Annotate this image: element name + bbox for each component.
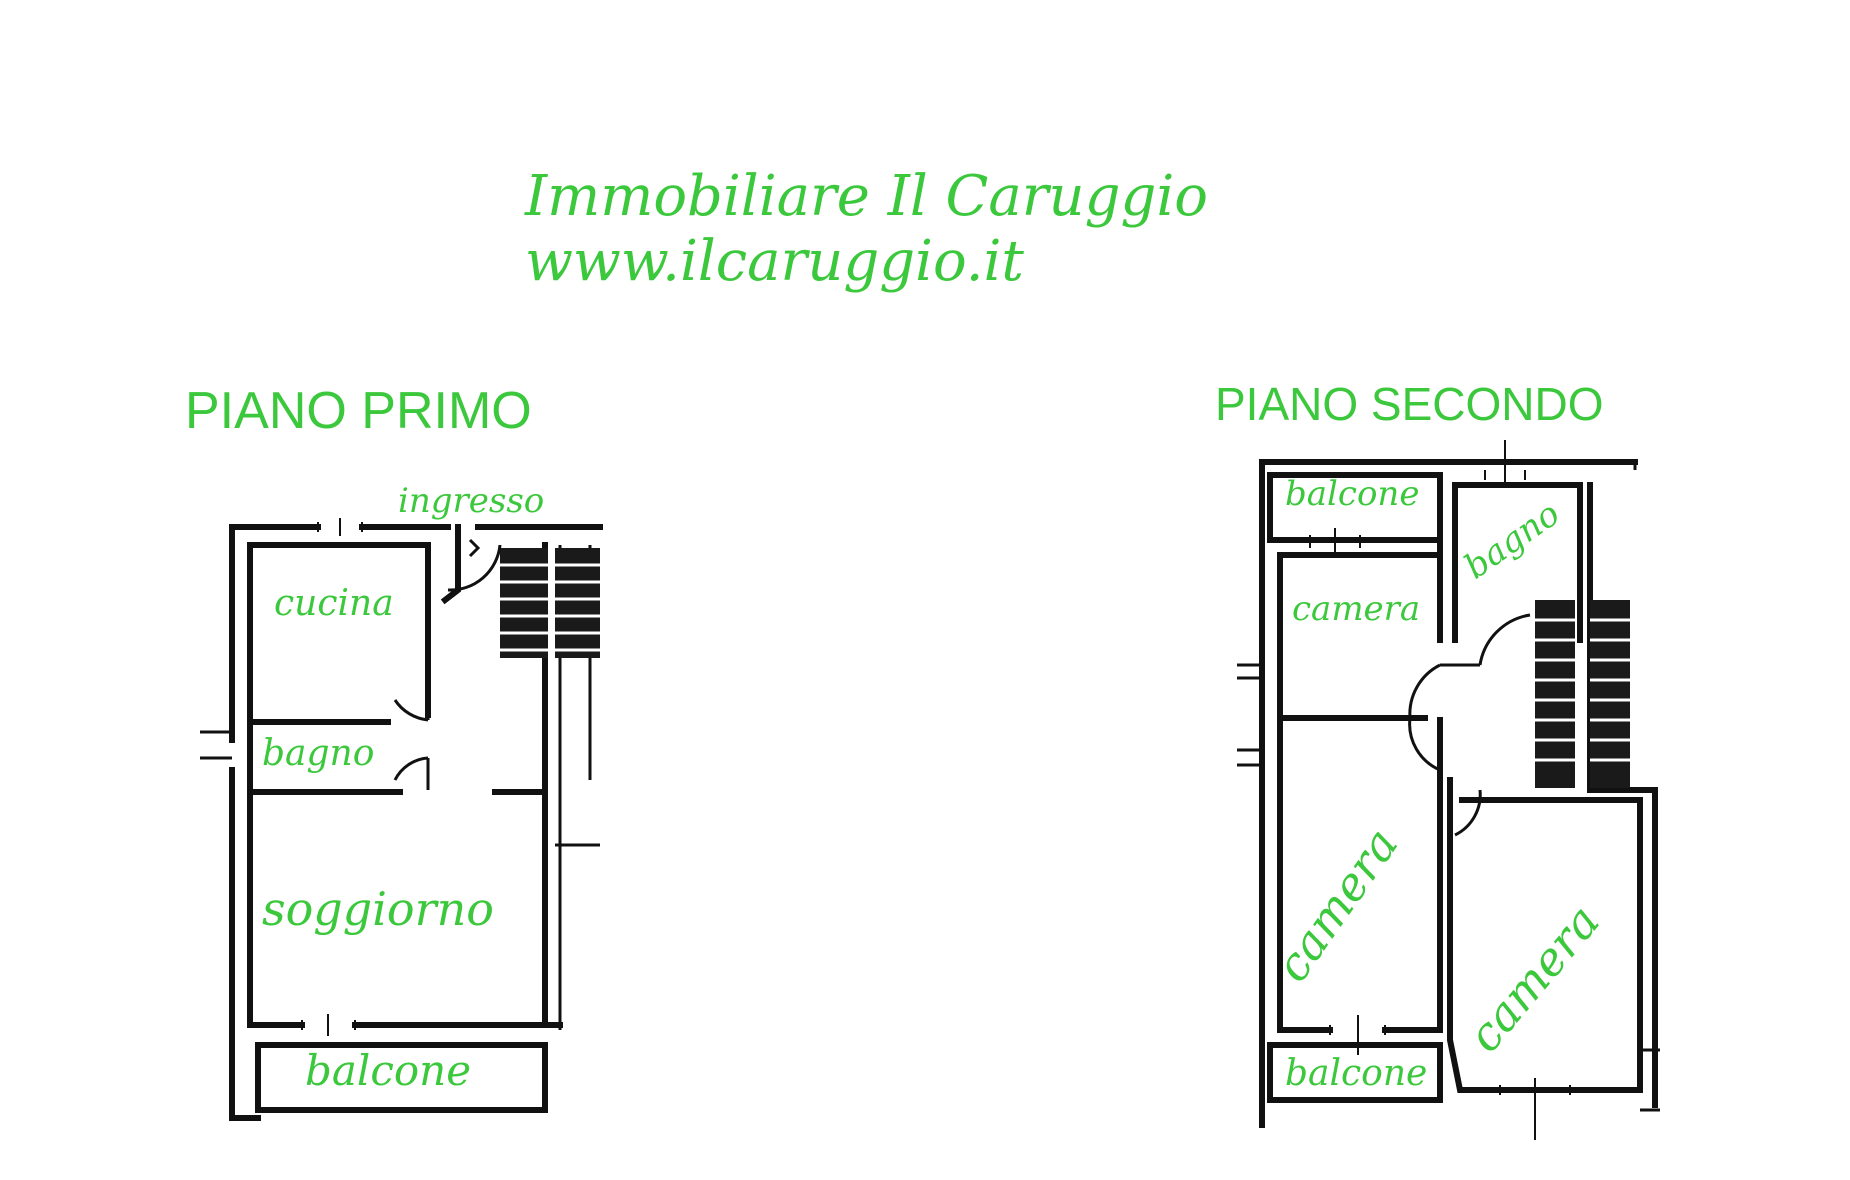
- floor-title-secondo: PIANO SECONDO: [1215, 378, 1604, 430]
- room-label-camera-top: camera: [1292, 589, 1420, 629]
- room-label-balcone-bottom: balcone: [1285, 1053, 1427, 1094]
- staircase-secondo: [1535, 600, 1630, 788]
- room-label-balcone-primo: balcone: [305, 1046, 471, 1095]
- floor-title-primo: PIANO PRIMO: [185, 382, 532, 440]
- room-label-ingresso: ingresso: [398, 481, 544, 521]
- staircase-primo: [500, 548, 600, 658]
- agency-website: www.ilcaruggio.it: [525, 229, 1024, 294]
- room-label-cucina: cucina: [274, 583, 394, 624]
- floor-plan-primo: PIANO PRIMO ingresso cucina: [185, 382, 603, 1121]
- room-label-camera-left: camera: [1265, 818, 1409, 991]
- room-label-bagno: bagno: [262, 733, 374, 774]
- room-label-camera-right: camera: [1457, 894, 1610, 1062]
- floor-plan-secondo: PIANO SECONDO balcone ba: [1215, 378, 1660, 1140]
- room-label-bagno-secondo: bagno: [1457, 494, 1567, 588]
- room-label-soggiorno: soggiorno: [262, 882, 494, 936]
- room-label-balcone-top: balcone: [1285, 474, 1419, 514]
- agency-name: Immobiliare Il Caruggio: [524, 164, 1208, 229]
